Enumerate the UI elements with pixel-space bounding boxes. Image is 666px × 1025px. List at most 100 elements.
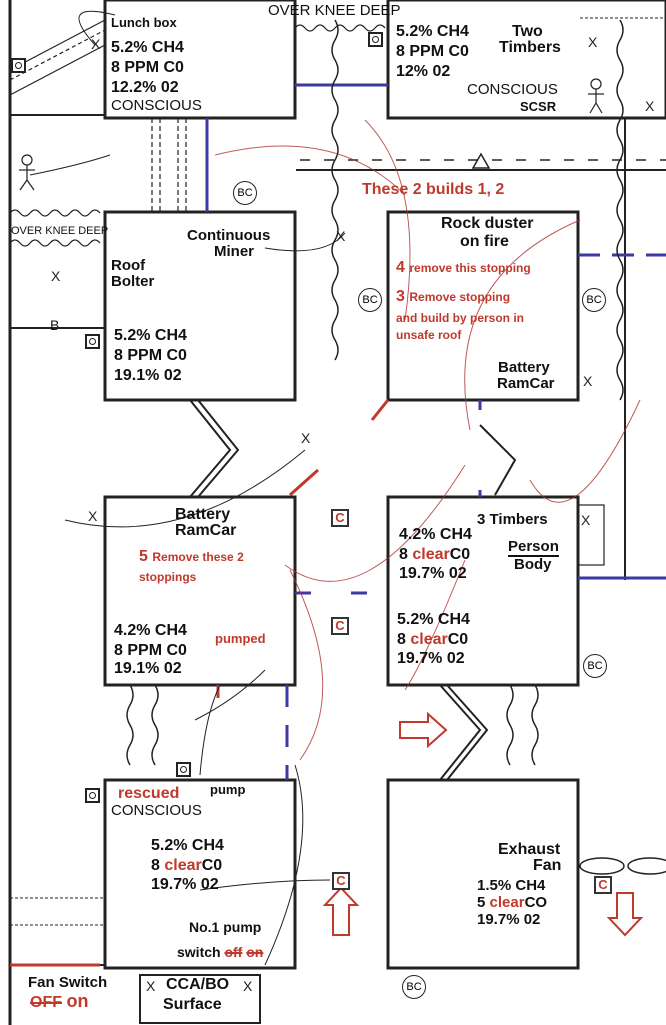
exhaust-fan-pillar xyxy=(386,778,580,970)
person-body-pillar xyxy=(386,495,580,687)
fan-switch-off: OFF xyxy=(30,994,62,1011)
scsr-label: SCSR xyxy=(520,99,557,114)
roof-bolter-line2: Bolter xyxy=(111,273,155,290)
two-timbers-o2: 12% 02 xyxy=(396,63,451,80)
body-label: Body xyxy=(514,556,552,573)
note5-line1: Remove these 2 xyxy=(152,550,244,564)
rescued-o2: 19.7% 02 xyxy=(151,876,219,893)
rescued-ch4: 5.2% CH4 xyxy=(151,837,224,854)
c-marker: C xyxy=(331,509,349,527)
rescued-co-clear: clear xyxy=(164,857,202,874)
note4-number: 4 xyxy=(396,259,405,276)
lunch-box-status: CONSCIOUS xyxy=(111,97,202,114)
bc-marker: BC xyxy=(402,975,426,999)
pump-label: pump xyxy=(210,782,246,797)
pump-name: No.1 pump xyxy=(189,919,262,935)
note3-line1: Remove stopping xyxy=(409,290,511,304)
x-marker: X xyxy=(581,512,591,528)
rock-duster-pillar xyxy=(386,210,580,402)
x-marker: X xyxy=(51,268,61,284)
person-b-ch4: 5.2% CH4 xyxy=(397,611,470,628)
x-marker: X xyxy=(88,508,98,524)
marker-b: B xyxy=(50,317,60,333)
exhaust-title2: Fan xyxy=(533,857,562,874)
three-timbers-label: 3 Timbers xyxy=(477,511,548,528)
continuous-miner-line2: Miner xyxy=(214,243,255,260)
exhaust-co-clear: clear xyxy=(489,894,525,911)
x-marker: X xyxy=(645,98,655,114)
pump-switch-label: switch xyxy=(177,944,221,960)
person-a-co-clear: clear xyxy=(412,546,450,563)
person-b-co-unit: C0 xyxy=(447,631,469,648)
roof-bolter-o2: 19.1% 02 xyxy=(114,367,182,384)
two-timbers-title2: Timbers xyxy=(499,39,561,56)
exhaust-ch4: 1.5% CH4 xyxy=(477,877,546,894)
ramcar-ch4: 4.2% CH4 xyxy=(114,622,187,639)
pump-sensor xyxy=(176,762,191,777)
builds-note: These 2 builds 1, 2 xyxy=(362,181,505,198)
rescued-co-value: 8 xyxy=(151,857,160,874)
note3-line3: unsafe roof xyxy=(396,328,462,342)
person-a-ch4: 4.2% CH4 xyxy=(399,526,472,543)
bc-marker: BC xyxy=(358,288,382,312)
two-timbers-title1: Two xyxy=(512,23,543,40)
rock-duster-title2: on fire xyxy=(460,233,509,250)
roof-bolter-co: 8 PPM C0 xyxy=(114,347,187,364)
person-b-co-value: 8 xyxy=(397,631,406,648)
continuous-miner-line1: Continuous xyxy=(187,227,271,244)
roof-bolter-line1: Roof xyxy=(111,257,146,274)
rescued-sensor xyxy=(85,788,100,803)
rock-duster-equip1: Battery xyxy=(498,359,550,376)
pumped-label: pumped xyxy=(215,631,266,646)
two-timbers-ch4: 5.2% CH4 xyxy=(396,23,469,40)
exhaust-co-unit: CO xyxy=(524,894,548,911)
fan-switch-on: on xyxy=(66,991,89,1011)
two-timbers-co: 8 PPM C0 xyxy=(396,43,469,60)
note4-text: remove this stopping xyxy=(409,261,531,275)
ramcar-o2: 19.1% 02 xyxy=(114,660,182,677)
exhaust-title1: Exhaust xyxy=(498,841,561,858)
c-marker: C xyxy=(332,872,350,890)
x-marker: X xyxy=(588,34,598,50)
ramcar-title1: Battery xyxy=(175,506,231,523)
two-timbers-sensor xyxy=(368,32,383,47)
bc-marker: BC xyxy=(583,654,607,678)
ramcar-co: 8 PPM C0 xyxy=(114,642,187,659)
person-b-o2: 19.7% 02 xyxy=(397,650,465,667)
two-timbers-status: CONSCIOUS xyxy=(467,81,558,98)
roof-bolter-pillar xyxy=(103,210,297,402)
note3-number: 3 xyxy=(396,288,405,305)
x-marker: X xyxy=(583,373,593,389)
bc-marker: BC xyxy=(233,181,257,205)
rescued-status: CONSCIOUS xyxy=(111,802,202,819)
x-marker: X xyxy=(146,978,156,994)
exhaust-o2: 19.7% 02 xyxy=(477,911,541,928)
exhaust-co-value: 5 xyxy=(477,894,486,911)
top-water-label: OVER KNEE DEEP xyxy=(268,2,401,19)
c-marker: C xyxy=(331,617,349,635)
two-timbers-pillar xyxy=(386,0,666,120)
x-marker: X xyxy=(301,430,311,446)
surface-line2: Surface xyxy=(163,996,222,1013)
person-a-co-unit: C0 xyxy=(449,546,471,563)
fan-switch-label: Fan Switch xyxy=(28,974,108,991)
rescued-pillar xyxy=(103,778,297,970)
pump-switch-on: on xyxy=(246,944,264,960)
lunch-box-o2: 12.2% 02 xyxy=(111,79,179,96)
bc-marker: BC xyxy=(582,288,606,312)
rescued-label: rescued xyxy=(118,785,180,802)
person-b-co-clear: clear xyxy=(410,631,448,648)
person-a-o2: 19.7% 02 xyxy=(399,565,467,582)
left-water-label: OVER KNEE DEEP xyxy=(11,225,109,237)
person-label: Person xyxy=(508,538,559,557)
lunch-box-co: 8 PPM C0 xyxy=(111,59,184,76)
rock-duster-title1: Rock duster xyxy=(441,215,534,232)
surface-box xyxy=(139,974,261,1024)
rescued-co-unit: C0 xyxy=(201,857,223,874)
rock-duster-equip2: RamCar xyxy=(497,375,555,392)
note5-line2: stoppings xyxy=(139,570,197,584)
lunch-box-title: Lunch box xyxy=(111,15,177,30)
note5-number: 5 xyxy=(139,548,148,565)
roof-bolter-sensor xyxy=(85,334,100,349)
